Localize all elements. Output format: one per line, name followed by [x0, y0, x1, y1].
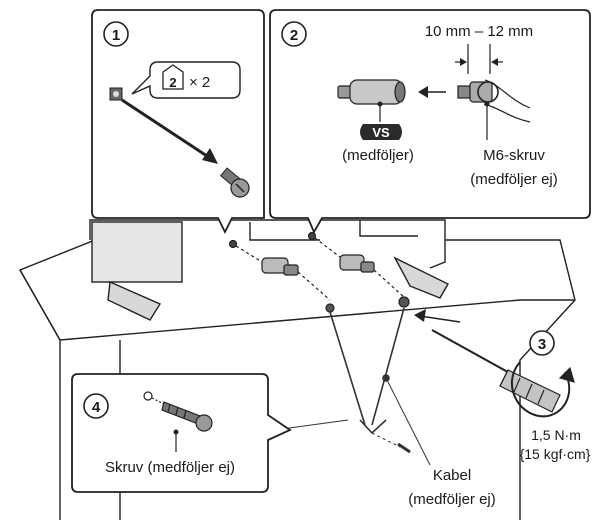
vs-included-note: (medföljer) [342, 147, 414, 164]
screw-hole-right [307, 231, 317, 241]
removed-screw-icon [219, 167, 250, 198]
step2-callout: 2 10 mm – 12 mm [269, 9, 591, 235]
step3-number-badge: 3 [529, 330, 555, 356]
vs-part-badge: VS [360, 124, 402, 140]
cable-left [329, 311, 366, 426]
insert-arrow [414, 309, 461, 323]
torque-value: 1,5 N·m [531, 427, 581, 443]
torque-kgf-value: {15 kgf·cm} [520, 446, 591, 462]
m6-screw-note: (medföljer ej) [470, 171, 558, 188]
rotation-arrow-icon [510, 361, 571, 418]
cables [259, 307, 431, 466]
step4-number: 4 [92, 399, 101, 416]
step4-callout: 4 Skruv (medföljer ej) [71, 373, 292, 493]
step4-screw-label: Skruv (medföljer ej) [105, 459, 235, 476]
step1-callout: 1 2 × 2 [91, 9, 265, 235]
cable-label: Kabel [433, 467, 471, 484]
step1-number: 1 [112, 27, 120, 44]
step3-number: 3 [538, 336, 546, 353]
vs-spacer-icon [337, 79, 406, 105]
screw-length-dimension: 10 mm – 12 mm [425, 23, 533, 40]
screw-hole-left [228, 239, 238, 249]
part-symbol-icon: 2 [162, 64, 184, 90]
part-count: × 2 [189, 74, 210, 91]
m6-screw-icon [457, 79, 531, 123]
vs-spacer-left [261, 257, 299, 276]
vs-spacer-right [339, 254, 375, 273]
spacer-parts [228, 231, 410, 313]
step2-number: 2 [290, 27, 298, 44]
part-symbol-number: 2 [169, 75, 176, 90]
vs-badge-label: VS [372, 125, 390, 140]
cable-right [371, 307, 405, 426]
wood-screw-icon [143, 391, 213, 432]
screwdriver-illustration [431, 329, 575, 418]
cable-note: (medföljer ej) [408, 491, 496, 508]
m6-screw-name: M6-skruv [483, 147, 545, 164]
